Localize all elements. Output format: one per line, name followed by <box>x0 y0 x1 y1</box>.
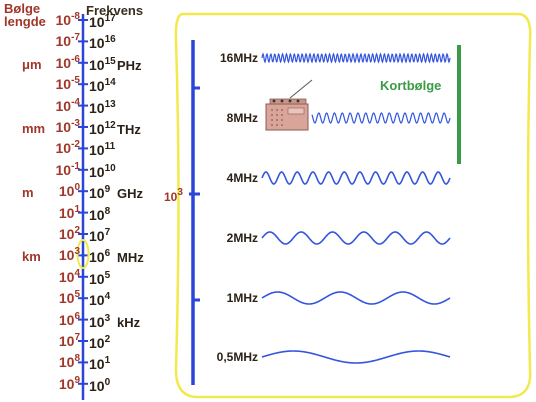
zoom-scale-label: 103 <box>164 187 183 204</box>
frequency-value: 102 <box>89 334 111 351</box>
wave-16mhz <box>261 52 451 64</box>
wavelength-unit: mm <box>22 121 46 136</box>
frequency-unit: MHz <box>117 250 144 266</box>
frequency-value: 106 <box>89 248 111 266</box>
frequency-value: 109 <box>89 184 111 202</box>
wave-label: 2MHz <box>226 231 258 245</box>
frequency-unit: GHz <box>117 186 143 202</box>
frequency-value: 108 <box>89 205 111 223</box>
wavelength-value: 10-6 <box>55 53 80 71</box>
frequency-header: Frekvens <box>86 3 144 18</box>
wave-2mhz <box>261 231 451 245</box>
wavelength-value: 102 <box>58 225 80 242</box>
wavelength-header-line2: lengde <box>4 14 46 29</box>
wavelength-unit: km <box>22 249 41 265</box>
wavelength-value: 10-8 <box>55 11 80 28</box>
wavelength-header-line1: Bølge <box>4 1 41 16</box>
shortwave-label: Kortbølge <box>380 78 442 93</box>
frequency-value: 105 <box>89 269 111 287</box>
frequency-value: 1011 <box>89 141 116 159</box>
frequency-value: 1013 <box>89 98 116 116</box>
frequency-value: 1015 <box>89 55 116 73</box>
frequency-value: 107 <box>89 227 111 244</box>
wavelength-value: 107 <box>58 332 80 349</box>
wave-8mhz <box>311 112 451 124</box>
radio-icon <box>265 79 313 131</box>
frequency-value: 1012 <box>89 120 116 137</box>
wavelength-value: 100 <box>58 182 80 200</box>
frequency-value: 104 <box>89 291 111 309</box>
wavelength-value: 10-2 <box>55 139 80 157</box>
wavelength-value: 109 <box>58 374 80 392</box>
frequency-value: 1014 <box>89 77 116 95</box>
zoom-frame <box>174 12 532 399</box>
wave-label: 4MHz <box>226 171 258 185</box>
wavelength-value: 103 <box>58 246 80 264</box>
frequency-value: 1010 <box>89 162 116 180</box>
wavelength-value: 10-1 <box>55 160 80 178</box>
wave-label: 1MHz <box>226 291 258 305</box>
wave-0-5mhz <box>261 350 451 364</box>
wave-label: 8MHz <box>226 111 258 125</box>
wavelength-unit: μm <box>22 56 42 72</box>
spectrum-axis <box>76 14 90 400</box>
wavelength-value: 106 <box>58 310 80 328</box>
frequency-value: 103 <box>89 312 111 330</box>
frequency-value: 100 <box>89 376 111 394</box>
wave-label: 16MHz <box>219 51 258 65</box>
frequency-value: 1017 <box>89 13 116 30</box>
wavelength-value: 108 <box>58 353 80 371</box>
wavelength-value: 10-3 <box>55 118 80 135</box>
mhz-range-highlight <box>76 239 90 269</box>
frequency-value: 1016 <box>89 34 116 52</box>
wavelength-value: 105 <box>58 289 80 307</box>
wavelength-value: 10-4 <box>55 96 80 114</box>
wave-label: 0,5MHz <box>216 350 258 364</box>
frequency-unit: PHz <box>117 57 142 73</box>
frequency-value: 101 <box>89 355 111 373</box>
frequency-unit: kHz <box>117 314 141 330</box>
frequency-unit: THz <box>117 122 141 137</box>
wavelength-unit: m <box>22 185 34 201</box>
wavelength-value: 104 <box>58 267 80 285</box>
wave-1mhz <box>261 291 451 305</box>
wave-4mhz <box>261 171 451 185</box>
wavelength-value: 10-7 <box>55 32 80 50</box>
wavelength-value: 10-5 <box>55 75 80 93</box>
wavelength-value: 101 <box>58 203 80 221</box>
